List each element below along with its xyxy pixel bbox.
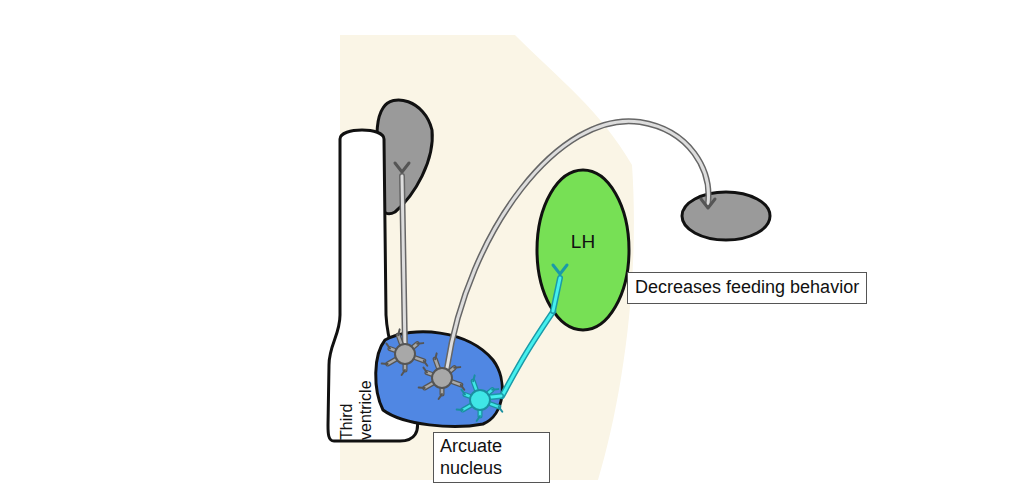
neuron-cell (457, 375, 503, 421)
arcuate-nucleus-region (376, 332, 503, 427)
note-label: Decreases feeding behavior (635, 277, 859, 299)
grey-nucleus (682, 192, 770, 240)
lateral-hypothalamus: LH (535, 168, 631, 332)
region-label: Third ventricle (337, 354, 375, 440)
region-label: Arcuate nucleus (440, 436, 543, 479)
label-holder: LH (571, 231, 595, 254)
axon-core (447, 121, 708, 368)
axon (553, 278, 560, 311)
neuron-cell (382, 329, 428, 375)
axon-connector (502, 311, 553, 396)
lh-region (537, 170, 629, 330)
axon-terminal (701, 199, 715, 208)
neuron-cell (419, 353, 465, 399)
axon-core (502, 311, 553, 396)
region-label: LH (571, 231, 595, 254)
label-holder: Arcuate nucleus (433, 432, 550, 483)
axon-core (553, 278, 560, 311)
effect-box: Decreases feeding behavior (627, 272, 867, 304)
label-holder: Third ventricle (337, 354, 375, 440)
axon-core (402, 176, 405, 350)
axon (402, 176, 405, 350)
axon (447, 121, 708, 368)
axon-terminal (553, 265, 567, 274)
axon-terminal (395, 163, 409, 172)
